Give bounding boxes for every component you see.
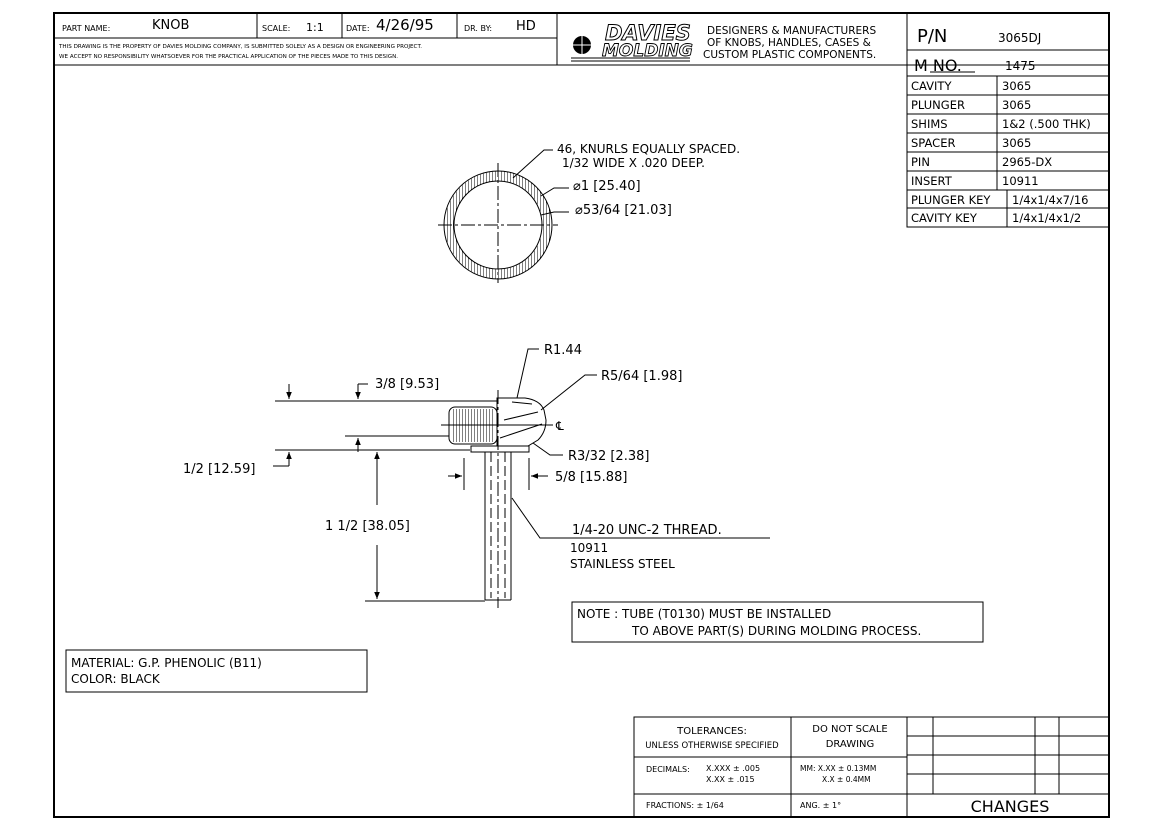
drawn-by-value: HD xyxy=(516,19,536,34)
material-line: MATERIAL: G.P. PHENOLIC (B11) xyxy=(71,656,262,670)
part-info-label-0: CAVITY xyxy=(911,79,952,93)
drawn-by-label: DR. BY: xyxy=(464,24,492,33)
scale-value: 1:1 xyxy=(306,21,324,34)
tolerances-subtitle: UNLESS OTHERWISE SPECIFIED xyxy=(645,741,779,751)
part-info-value-2: 1&2 (.500 THK) xyxy=(1002,117,1091,131)
pn-label: P/N xyxy=(917,26,947,47)
tolerances-title: TOLERANCES: xyxy=(676,726,747,737)
radius-r5-64: R5/64 [1.98] xyxy=(601,369,682,384)
decimals-label: DECIMALS: xyxy=(646,765,690,774)
dim-5-8: 5/8 [15.88] xyxy=(555,470,627,485)
part-info-value-5: 10911 xyxy=(1002,174,1039,188)
thread-spec: 1/4-20 UNC-2 THREAD. xyxy=(572,523,722,538)
material-box: MATERIAL: G.P. PHENOLIC (B11) COLOR: BLA… xyxy=(65,649,368,693)
dim-1-1-2: 1 1/2 [38.05] xyxy=(325,519,410,534)
part-name-label: PART NAME: xyxy=(62,24,110,33)
sheet-border xyxy=(53,12,1110,818)
disclaimer-line-2: WE ACCEPT NO RESPONSIBILITY WHATSOEVER F… xyxy=(59,54,398,60)
inner-diameter-dim: ⌀53/64 [21.03] xyxy=(575,203,672,218)
do-not-scale-line-1: DO NOT SCALE xyxy=(812,724,887,735)
top-view: 46, KNURLS EQUALLY SPACED. 1/32 WIDE X .… xyxy=(438,142,740,283)
insert-material: STAINLESS STEEL xyxy=(570,557,675,571)
pn-value: 3065DJ xyxy=(998,31,1041,45)
davies-molding-logo: DAVIES MOLDING xyxy=(571,21,693,62)
part-info-value-3: 3065 xyxy=(1002,136,1031,150)
company-line-1: DESIGNERS & MANUFACTURERS xyxy=(707,25,876,37)
changes-label: CHANGES xyxy=(971,797,1050,816)
knurl-note-line-2: 1/32 WIDE X .020 DEEP. xyxy=(562,156,705,170)
date-label: DATE: xyxy=(346,24,370,33)
scale-label: SCALE: xyxy=(262,24,290,33)
part-info-label-6: PLUNGER KEY xyxy=(911,193,991,207)
date-value: 4/26/95 xyxy=(376,16,434,34)
part-info-label-5: INSERT xyxy=(911,174,953,188)
part-name: KNOB xyxy=(152,18,189,33)
part-info-value-0: 3065 xyxy=(1002,79,1031,93)
title-block: PART NAME: KNOB SCALE: 1:1 DATE: 4/26/95… xyxy=(54,13,1109,227)
part-info-value-6: 1/4x1/4x7/16 xyxy=(1012,193,1088,207)
angle-tolerance: ANG. ± 1° xyxy=(800,801,841,810)
part-info-label-4: PIN xyxy=(911,155,930,169)
part-info-value-4: 2965-DX xyxy=(1002,155,1052,169)
company-line-3: CUSTOM PLASTIC COMPONENTS. xyxy=(703,49,876,61)
part-info-value-1: 3065 xyxy=(1002,98,1031,112)
part-info-label-1: PLUNGER xyxy=(911,98,965,112)
company-line-2: OF KNOBS, HANDLES, CASES & xyxy=(707,37,871,49)
m-no-value: 1475 xyxy=(1005,59,1036,73)
insert-number: 10911 xyxy=(570,541,608,555)
dim-3-8: 3/8 [9.53] xyxy=(375,377,439,392)
tolerance-block: TOLERANCES: UNLESS OTHERWISE SPECIFIED D… xyxy=(633,716,1110,818)
knurl-note-line-1: 46, KNURLS EQUALLY SPACED. xyxy=(557,142,740,156)
mm-tolerance-line-1: MM: X.XX ± 0.13MM xyxy=(800,764,876,773)
part-info-label-7: CAVITY KEY xyxy=(911,211,978,225)
part-info-label-2: SHIMS xyxy=(911,117,948,131)
mm-tolerance-line-2: X.X ± 0.4MM xyxy=(822,775,871,784)
decimals-two-place: X.XX ± .015 xyxy=(706,775,755,784)
part-info-label-3: SPACER xyxy=(911,136,955,150)
note-line-1: NOTE : TUBE (T0130) MUST BE INSTALLED xyxy=(577,607,831,621)
decimals-three-place: X.XXX ± .005 xyxy=(706,764,760,773)
radius-r3-32: R3/32 [2.38] xyxy=(568,449,649,464)
color-line: COLOR: BLACK xyxy=(71,672,161,686)
side-view: ℄ 3/8 [9.53] 1/2 [12.59] 1 1/2 [38.05] 5… xyxy=(183,343,770,608)
radius-r1-44: R1.44 xyxy=(544,343,582,358)
logo-text-molding: MOLDING xyxy=(602,41,693,61)
outer-diameter-dim: ⌀1 [25.40] xyxy=(573,179,641,194)
do-not-scale-line-2: DRAWING xyxy=(826,739,875,750)
note-line-2: TO ABOVE PART(S) DURING MOLDING PROCESS. xyxy=(631,624,921,638)
disclaimer-line-1: THIS DRAWING IS THE PROPERTY OF DAVIES M… xyxy=(58,44,422,50)
logo-text-davies: DAVIES xyxy=(605,21,691,45)
dim-1-2: 1/2 [12.59] xyxy=(183,462,255,477)
fractions-tolerance: FRACTIONS: ± 1/64 xyxy=(646,801,724,810)
centerline-symbol: ℄ xyxy=(555,419,564,433)
m-no-label: M NO. xyxy=(914,56,962,75)
molding-note: NOTE : TUBE (T0130) MUST BE INSTALLED TO… xyxy=(571,601,984,643)
part-info-value-7: 1/4x1/4x1/2 xyxy=(1012,211,1081,225)
